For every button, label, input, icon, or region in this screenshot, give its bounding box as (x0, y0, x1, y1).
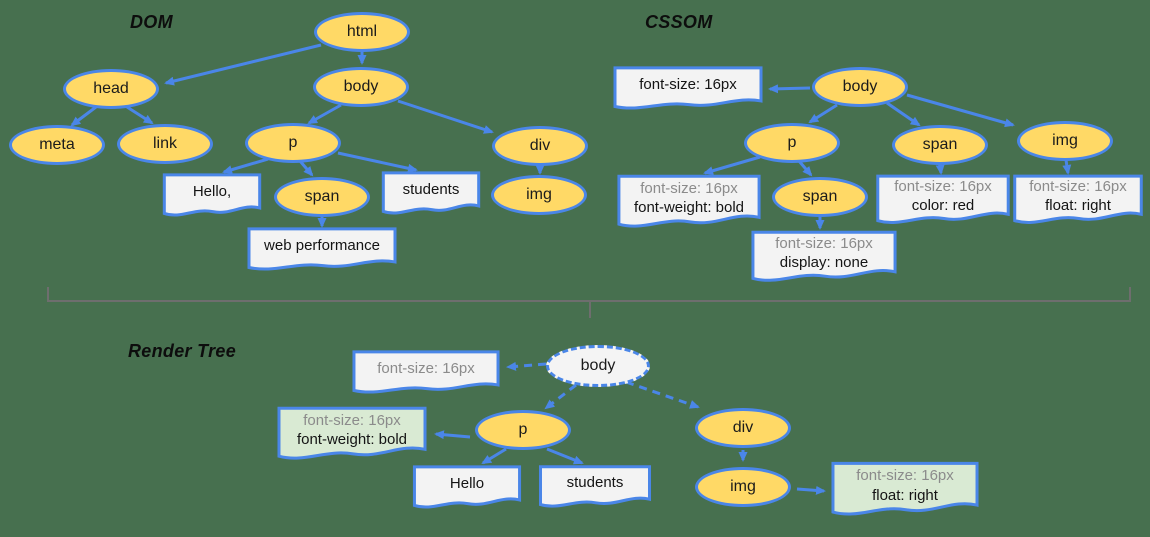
cssom-node-body: body (812, 67, 908, 107)
render-textbox-hello: Hello (413, 465, 521, 511)
group-brace (47, 287, 1131, 318)
dom-arrows (70, 43, 545, 228)
dom-node-html: html (314, 12, 410, 52)
cssom-node-span: span (892, 125, 988, 165)
document-shape (1013, 174, 1143, 227)
render-style-box-p: font-size: 16px font-weight: bold (277, 406, 427, 463)
document-shape (247, 227, 397, 273)
cssom-node-span-child: span (772, 177, 868, 217)
cssom-node-img: img (1017, 121, 1113, 161)
document-shape (751, 230, 897, 285)
cssom-style-box-body: font-size: 16px (613, 66, 763, 112)
cssom-style-box-p: font-size: 16px font-weight: bold (617, 174, 761, 231)
dom-node-img: img (491, 175, 587, 215)
cssom-style-box-img: font-size: 16px float: right (1013, 174, 1143, 227)
dom-node-head: head (63, 69, 159, 109)
dom-node-body: body (313, 67, 409, 107)
document-shape (382, 171, 480, 217)
render-tree-title: Render Tree (128, 341, 237, 361)
render-node-img: img (695, 467, 791, 507)
document-shape (539, 465, 651, 510)
cssom-title: CSSOM (645, 12, 713, 32)
render-tree-dashed-arrows (506, 361, 700, 410)
cssom-arrows (703, 84, 1072, 230)
document-shape (613, 66, 763, 112)
dom-textbox-students: students (382, 171, 480, 217)
dom-node-link: link (117, 124, 213, 164)
dom-textbox-web-performance: web performance (247, 227, 397, 273)
document-shape (617, 174, 761, 231)
render-style-box-body: font-size: 16px (352, 350, 500, 396)
cssom-style-box-span-child: font-size: 16px display: none (751, 230, 897, 285)
document-shape (352, 350, 500, 396)
render-node-div: div (695, 408, 791, 448)
render-node-p: p (475, 410, 571, 450)
dom-node-div: div (492, 126, 588, 166)
cssom-node-p: p (744, 123, 840, 163)
cssom-style-box-span: font-size: 16px color: red (876, 174, 1010, 227)
dom-node-span: span (274, 177, 370, 217)
document-shape (831, 461, 979, 519)
dom-node-p: p (245, 123, 341, 163)
dom-title: DOM (130, 12, 173, 32)
dom-node-meta: meta (9, 125, 105, 165)
document-shape (277, 406, 427, 463)
render-style-box-img: font-size: 16px float: right (831, 461, 979, 519)
render-tree-arrows (434, 430, 826, 495)
document-shape (163, 173, 261, 219)
dom-textbox-hello: Hello, (163, 173, 261, 219)
render-textbox-students: students (539, 465, 651, 510)
document-shape (876, 174, 1010, 227)
document-shape (413, 465, 521, 511)
render-node-body: body (546, 345, 650, 387)
